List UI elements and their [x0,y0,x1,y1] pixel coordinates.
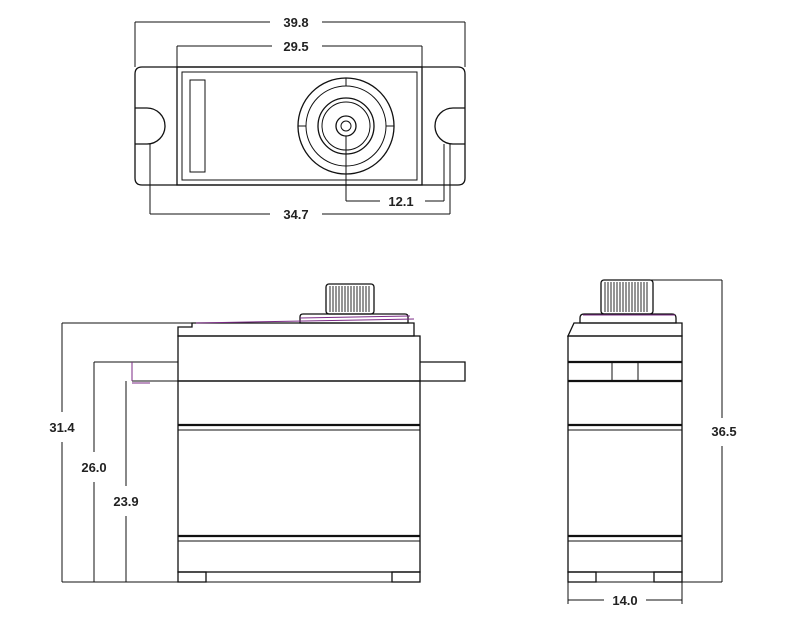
dim-36-5-label: 36.5 [711,424,736,439]
front-mount-tab-right [420,361,466,382]
front-mount-tab-left [132,362,179,384]
dim-side-height: 36.5 [627,279,737,583]
dim-side-width: 14.0 [567,582,683,608]
dim-31-4-label: 31.4 [49,420,75,435]
side-feet [567,571,683,583]
front-feet [177,571,421,583]
front-lower-body [177,380,421,573]
dim-23-9-label: 23.9 [113,494,138,509]
front-view: 31.4 26.0 23.9 [49,283,466,583]
dim-26-0-label: 26.0 [81,460,106,475]
dim-front-tabs: 26.0 [81,361,178,582]
dim-29-5-label: 29.5 [283,39,308,54]
dim-front-total: 31.4 [49,322,192,583]
dim-39-8-label: 39.8 [283,15,308,30]
top-view: 39.8 29.5 12.1 34.7 [134,15,466,222]
dim-top-shaft: 12.1 [345,136,445,209]
mount-hole-right [434,107,465,145]
dim-top-holes: 34.7 [149,144,451,222]
dim-front-mount: 23.9 [113,362,139,582]
dim-top-body: 29.5 [176,39,423,67]
front-gear-base [299,313,411,324]
dim-14-0-label: 14.0 [612,593,637,608]
mount-hole-left [135,107,166,145]
dim-34-7-label: 34.7 [283,207,308,222]
front-gear-spline [325,283,375,315]
side-view: 36.5 14.0 [566,279,737,608]
dim-12-1-label: 12.1 [388,194,413,209]
top-view-body [176,66,423,186]
front-upper-body [177,335,421,382]
side-gear-base [579,313,677,324]
side-top-cap [566,322,683,337]
side-body [567,335,683,573]
top-view-flange [134,66,466,186]
dim-top-overall: 39.8 [134,15,466,67]
side-gear-spline [600,279,654,315]
front-top-cap [177,318,415,337]
